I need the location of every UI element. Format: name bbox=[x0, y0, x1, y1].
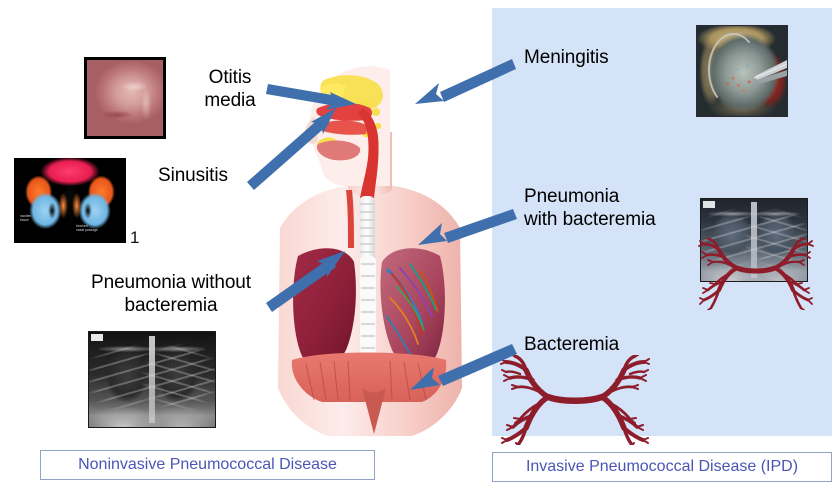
caption-noninvasive-pneumococcal-disease: Noninvasive Pneumococcal Disease bbox=[40, 450, 375, 480]
label-sinusitis: Sinusitis bbox=[158, 165, 228, 186]
arrow-otitis-media bbox=[266, 84, 356, 110]
sinusitis-ct-scan-image: swollen tissue blocked nasal passage bbox=[14, 158, 126, 243]
arrow-pneumonia-without-bacteremia bbox=[266, 251, 345, 312]
label-meningitis: Meningitis bbox=[524, 47, 609, 68]
label-pneumonia-with-bacteremia: Pneumonia with bacteremia bbox=[524, 186, 656, 230]
arrow-bacteremia bbox=[410, 344, 517, 390]
otitis-media-otoscopy-image bbox=[84, 57, 166, 139]
arrow-sinusitis bbox=[247, 108, 336, 190]
bacteremia-bloodstream-image bbox=[500, 354, 650, 447]
caption-invasive-pneumococcal-disease: Invasive Pneumococcal Disease (IPD) bbox=[492, 452, 832, 482]
sinusitis-image-footnote: 1 bbox=[130, 228, 140, 247]
pneumonia-chest-xray-image bbox=[88, 331, 216, 428]
pneumonia-bacteremia-xray-image bbox=[700, 198, 808, 282]
label-otitis-media: Otitis media bbox=[204, 67, 256, 111]
label-bacteremia: Bacteremia bbox=[524, 334, 620, 355]
arrow-meningitis bbox=[415, 59, 516, 104]
meningitis-surgical-photo-image bbox=[696, 25, 788, 117]
label-pneumonia-without-bacteremia: Pneumonia without bacteremia bbox=[91, 272, 251, 316]
pneumonia-bacteremia-bloodstream-overlay bbox=[697, 237, 815, 311]
arrow-pneumonia-with-bacteremia bbox=[418, 209, 517, 245]
